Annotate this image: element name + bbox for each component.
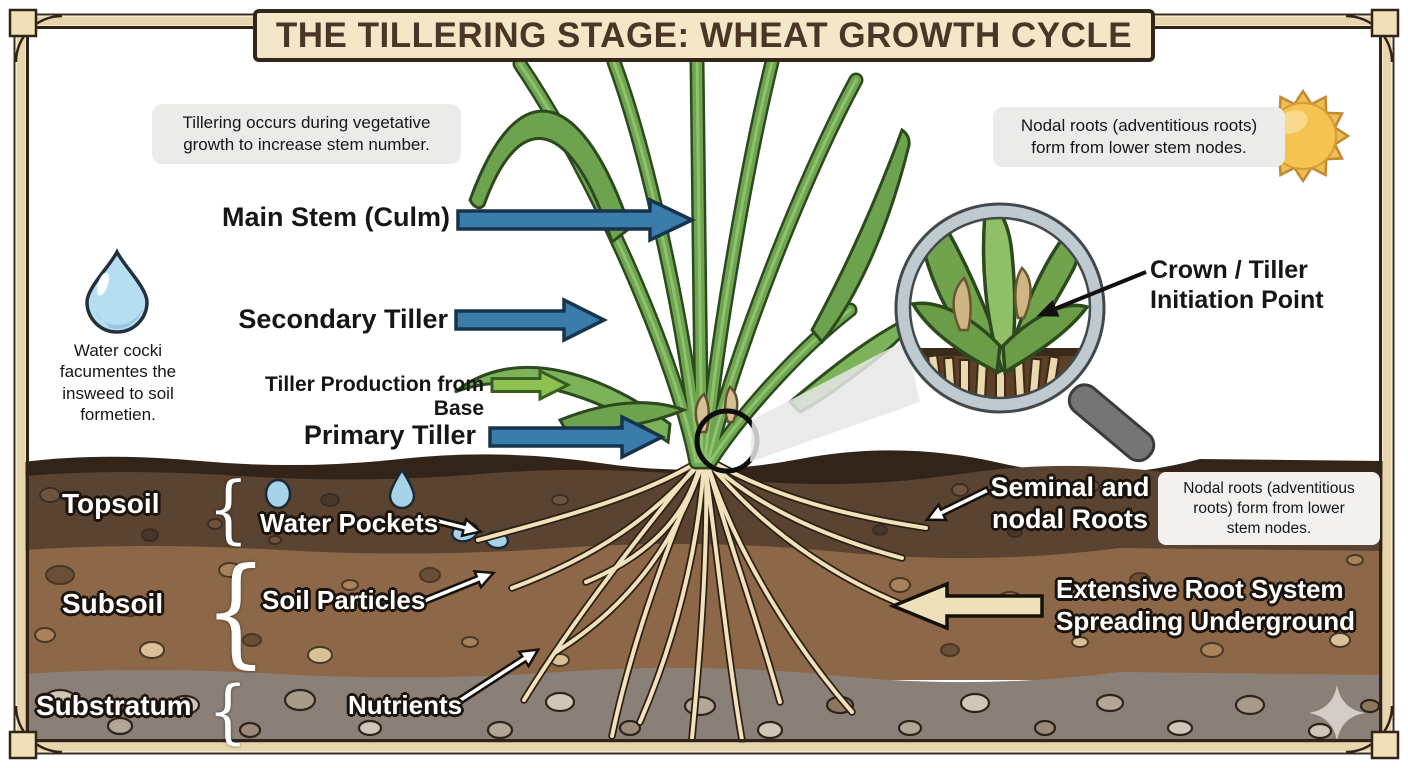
water-caption-line: Water cocki <box>73 341 163 360</box>
extensive-root-arrow <box>888 581 1044 631</box>
nodal-soil-line: Nodal roots (adventitious <box>1183 480 1355 497</box>
water-droplet-icon <box>85 248 149 334</box>
subsoil-brace: { <box>204 542 268 681</box>
seminal-label-line: Seminal and <box>990 472 1150 502</box>
layer-label-subsoil: Subsoil <box>62 588 164 619</box>
seminal-label-line: nodal Roots <box>992 503 1148 534</box>
crown-label: Crown / Tiller Initiation Point <box>1150 256 1340 315</box>
magnifier-beam <box>750 340 920 462</box>
tillering-note-line: Tillering occurs during vegetative <box>182 113 431 132</box>
nodal-note-line: form from lower stem nodes. <box>1031 137 1247 157</box>
extensive-root-label: Extensive Root System Spreading Undergro… <box>1056 574 1356 637</box>
soil-particles-label: Soil Particles <box>262 585 426 615</box>
nodal-soil-line: roots) form from lower <box>1193 499 1345 517</box>
water-caption: Water cocki facumentes the insweed to so… <box>38 340 198 425</box>
extensive-label-line: Spreading Underground <box>1056 605 1355 636</box>
nodal-roots-note-soil: Nodal roots (adventitious roots) form fr… <box>1158 472 1380 546</box>
soil-particles-arrow <box>421 569 497 606</box>
seminal-roots-label: Seminal and nodal Roots <box>990 472 1150 536</box>
water-caption-line: facumentes the <box>59 362 177 382</box>
topsoil-brace: { <box>208 468 249 554</box>
layer-label-topsoil: Topsoil <box>62 488 160 519</box>
crown-label-line: Crown / Tiller <box>1150 256 1308 284</box>
page-title: THE TILLERING STAGE: WHEAT GROWTH CYCLE <box>253 9 1155 62</box>
sparkle-icon <box>1309 685 1365 741</box>
tillering-note: Tillering occurs during vegetative growt… <box>152 104 461 164</box>
crown-pointer-arrow <box>1036 270 1147 317</box>
layer-label-substratum: Substratum <box>36 690 192 721</box>
nodal-roots-note-top: Nodal roots (adventitious roots) form fr… <box>993 107 1285 167</box>
tiller-production-label: Tiller Production from Base <box>265 373 484 420</box>
main-stem-arrow <box>456 197 697 243</box>
secondary-tiller-label: Secondary Tiller <box>238 304 448 334</box>
extensive-label-line: Extensive Root System <box>1056 574 1344 604</box>
water-caption-line: insweed to soil <box>62 383 174 403</box>
substratum-brace: { <box>208 670 248 752</box>
secondary-tiller-arrow <box>454 297 608 343</box>
primary-tiller-label: Primary Tiller <box>303 420 476 450</box>
water-pockets-label: Water Pockets <box>260 508 439 538</box>
nodal-note-line: Nodal roots (adventitious roots) <box>1020 116 1258 135</box>
magnifier-icon <box>894 202 1156 463</box>
seminal-roots-arrow <box>924 485 991 522</box>
water-caption-line: formetien. <box>80 404 156 424</box>
water-pockets-arrow <box>431 515 484 538</box>
main-stem-label: Main Stem (Culm) <box>221 202 450 232</box>
nutrients-label: Nutrients <box>348 690 463 720</box>
nodal-soil-line: stem nodes. <box>1226 519 1312 537</box>
primary-tiller-arrow <box>488 414 666 460</box>
nutrients-arrow <box>452 648 541 708</box>
tiller-production-arrow <box>490 368 572 402</box>
tillering-note-line: growth to increase stem number. <box>183 134 430 154</box>
crown-label-line: Initiation Point <box>1150 285 1324 314</box>
